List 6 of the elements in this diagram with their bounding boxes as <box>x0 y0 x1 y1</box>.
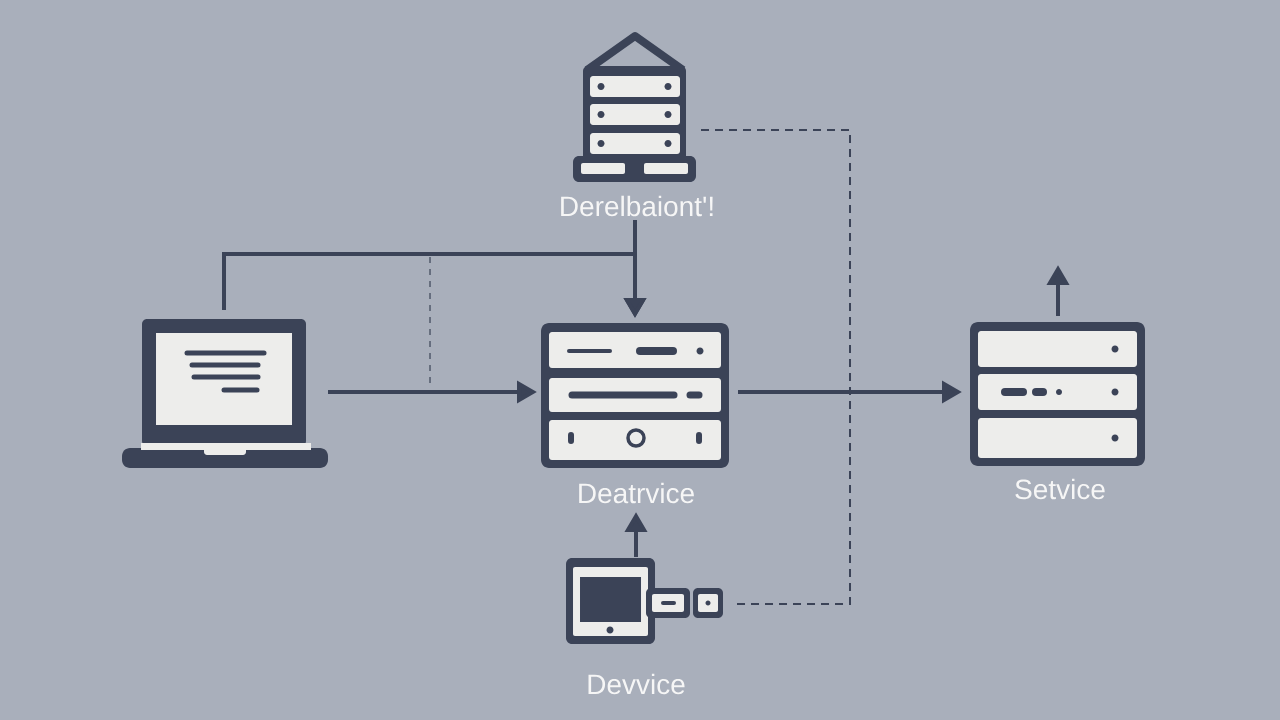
node-label: Setvice <box>1015 478 1105 500</box>
node-label: Deatrvice <box>579 482 694 504</box>
laptop-icon <box>122 319 328 468</box>
node-label: Devvice <box>588 673 685 695</box>
connector-line <box>699 129 851 605</box>
node-label: Derelbaiont'! <box>561 195 713 217</box>
